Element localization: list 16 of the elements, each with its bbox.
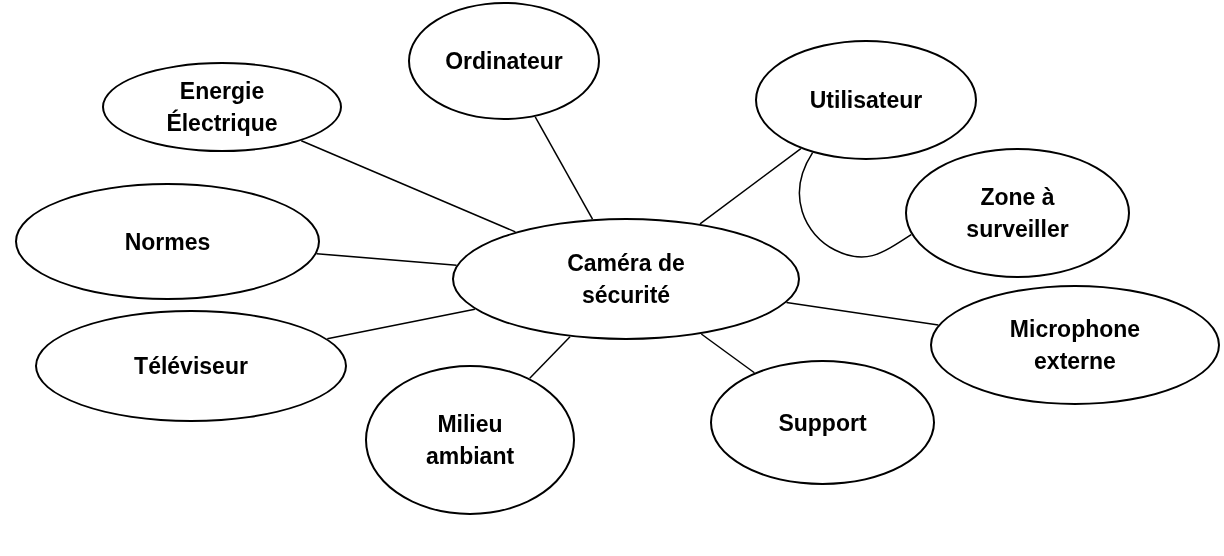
node-label: Ordinateur — [445, 47, 563, 76]
connector-line — [699, 147, 802, 225]
connector-line — [300, 140, 517, 233]
node-label: Téléviseur — [134, 352, 248, 381]
node-label: Energie Électrique — [165, 77, 279, 138]
node-label: Support — [778, 408, 867, 438]
node-label: Utilisateur — [809, 86, 923, 115]
node-label: Milieu ambiant — [424, 410, 516, 471]
node-label: Caméra de sécurité — [566, 249, 686, 310]
connector-line — [785, 301, 940, 326]
node-label: Microphone externe — [1008, 315, 1142, 376]
connector-line — [798, 151, 913, 258]
node-label: Normes — [124, 227, 211, 257]
connector-line — [326, 308, 476, 340]
node-label: Zone à surveiller — [965, 183, 1070, 244]
connector-line — [700, 333, 756, 374]
